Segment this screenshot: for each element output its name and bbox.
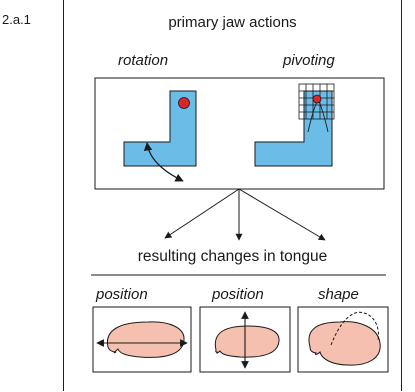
rotation-pivot-dot <box>178 97 190 109</box>
rotation-label: rotation <box>118 52 169 69</box>
results-title: resulting changes in tongue <box>137 248 328 265</box>
position-label-1: position <box>96 286 148 303</box>
tongue-shape-2 <box>214 325 280 358</box>
tongue-shape-3 <box>308 321 381 366</box>
shape-label: shape <box>318 286 359 303</box>
jaw-actions-box <box>94 77 385 190</box>
position-label-2: position <box>212 286 264 303</box>
branch-arrow-left <box>164 188 240 239</box>
shape-change-outline <box>330 311 379 346</box>
figure-frame <box>63 0 402 391</box>
rotation-arrow <box>143 142 184 182</box>
branch-arrow-right <box>238 188 326 241</box>
pivoting-label: pivoting <box>283 52 335 69</box>
pivoting-pivot-dot <box>312 94 322 104</box>
section-number: 2.a.1 <box>2 12 31 27</box>
figure-title: primary jaw actions <box>168 14 297 31</box>
